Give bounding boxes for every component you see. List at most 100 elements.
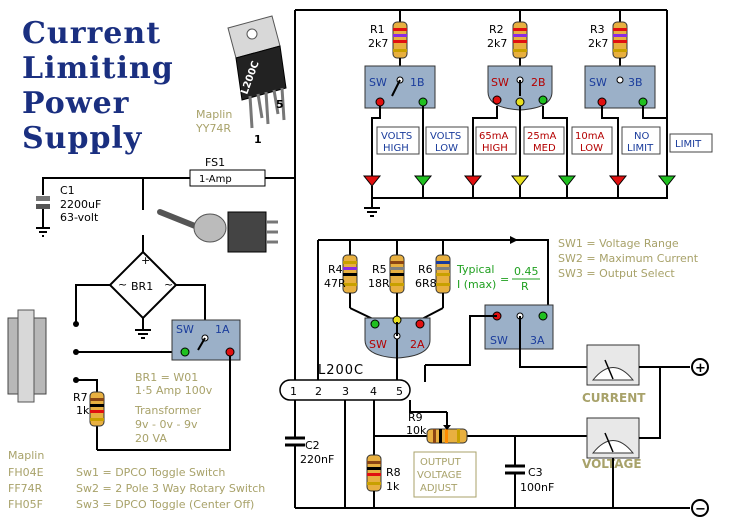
positive-terminal[interactable] <box>691 358 709 376</box>
sw1b-sw: SW <box>369 76 387 89</box>
formula-imax: I (max) <box>457 278 496 291</box>
c1-value: 2200uF <box>60 198 101 211</box>
sw1b-id: 1B <box>410 76 425 89</box>
br1-name: BR1 <box>131 280 153 293</box>
r3-name: R3 <box>590 23 605 36</box>
resistor-r3 <box>612 21 628 59</box>
br1-ac1: ~ <box>118 278 127 291</box>
indicator-2-line2: LOW <box>435 143 458 154</box>
parts-code-3: FH05F <box>8 498 43 511</box>
positive-terminal-label: + <box>695 361 706 376</box>
r8-name: R8 <box>386 466 401 479</box>
title-line3: Power <box>22 86 130 121</box>
chip-pin-1: 1 <box>254 133 262 146</box>
indicator-3-line2: HIGH <box>482 143 508 154</box>
formula-typical: Typical <box>456 263 494 276</box>
parts-desc-1: Sw1 = DPCO Toggle Switch <box>76 466 225 479</box>
fuse <box>189 169 266 187</box>
r2-name: R2 <box>489 23 504 36</box>
r7-name: R7 <box>73 391 88 404</box>
r4-value: 47R <box>324 277 346 290</box>
r5-value: 18R <box>368 277 390 290</box>
resistor-r9 <box>426 412 468 444</box>
sw2b-sw: SW <box>491 76 509 89</box>
r7-value: 1k <box>76 404 90 417</box>
led-row <box>362 175 677 187</box>
chip-icon <box>227 15 287 129</box>
indicator-1-line1: VOLTS <box>381 131 412 142</box>
r2-value: 2k7 <box>487 37 507 50</box>
parts-desc-3: Sw3 = DPCO Toggle (Center Off) <box>76 498 254 511</box>
fuse-rating: 1-Amp <box>199 174 232 185</box>
indicator-4-line1: 25mA <box>527 131 556 142</box>
parts-supplier: Maplin <box>8 449 44 462</box>
r6-name: R6 <box>418 263 433 276</box>
title-line4: Supply <box>22 121 143 156</box>
r6-value: 6R8 <box>415 277 437 290</box>
parts-desc-2: Sw2 = 2 Pole 3 Way Rotary Switch <box>76 482 265 495</box>
br-note-line2: 1·5 Amp 100v <box>135 384 213 397</box>
br-note-line1: BR1 = W01 <box>135 371 198 384</box>
regulator-pin-4: 4 <box>370 385 377 398</box>
transformer-note-line3: 20 VA <box>135 432 167 445</box>
regulator-pin-1: 1 <box>290 385 297 398</box>
chip-code: YY74R <box>195 122 231 135</box>
transformer-note-line1: Transformer <box>134 404 201 417</box>
sw3b-sw: SW <box>589 76 607 89</box>
sw3b-id: 3B <box>628 76 643 89</box>
r5-name: R5 <box>372 263 387 276</box>
fuse-name: FS1 <box>205 156 225 169</box>
indicator-5-line1: 10mA <box>575 131 604 142</box>
r8-value: 1k <box>386 480 400 493</box>
r1-name: R1 <box>370 23 385 36</box>
indicator-labels <box>376 126 713 155</box>
voltage-meter-icon <box>586 417 640 459</box>
c3-value: 100nF <box>520 481 554 494</box>
resistor-r6 <box>435 254 451 294</box>
resistor-r8 <box>366 454 382 492</box>
sw3a-id: 3A <box>530 334 545 347</box>
sw2b-id: 2B <box>531 76 546 89</box>
output-adjust-box <box>413 451 477 498</box>
regulator-name: L200C <box>318 363 364 378</box>
output-adjust-line1: OUTPUT <box>420 457 462 468</box>
negative-terminal-label: − <box>695 502 706 517</box>
formula-eq: = <box>500 273 509 286</box>
transformer-icon <box>7 309 79 403</box>
r9-name: R9 <box>408 411 423 424</box>
chip-supplier: Maplin <box>196 108 232 121</box>
voltage-meter-label: VOLTAGE <box>582 457 642 471</box>
toggle-switch-icon <box>157 209 278 253</box>
regulator-pin-5: 5 <box>396 385 403 398</box>
r1-value: 2k7 <box>368 37 388 50</box>
current-meter-label: CURRENT <box>582 391 646 405</box>
parts-code-1: FH04E <box>8 466 44 479</box>
formula-den: R <box>521 280 529 293</box>
indicator-3-line1: 65mA <box>479 131 508 142</box>
current-meter-icon <box>586 344 640 386</box>
indicator-1-line2: HIGH <box>383 143 409 154</box>
r3-value: 2k7 <box>588 37 608 50</box>
c1-name: C1 <box>60 184 75 197</box>
resistor-r7 <box>89 391 105 427</box>
sw2a-sw: SW <box>369 338 387 351</box>
r9-value: 10k <box>406 424 427 437</box>
indicator-6-line1: NO <box>634 131 649 142</box>
sw2a-id: 2A <box>410 338 425 351</box>
resistor-r2 <box>512 21 528 59</box>
c2-value: 220nF <box>300 453 334 466</box>
sw1a-sw: SW <box>176 323 194 336</box>
negative-terminal[interactable] <box>691 499 709 517</box>
br1-plus: + <box>141 254 150 267</box>
br1-ac2: ~ <box>164 278 173 291</box>
title-line1: Current <box>22 16 161 51</box>
regulator-pin-2: 2 <box>315 385 322 398</box>
indicator-5-line2: LOW <box>580 143 603 154</box>
output-adjust-line3: ADJUST <box>420 483 458 494</box>
chip-pin-5: 5 <box>276 98 284 111</box>
indicator-2-line1: VOLTS <box>430 131 461 142</box>
indicator-6-line2: LIMIT <box>627 143 654 154</box>
sw1a-id: 1A <box>215 323 230 336</box>
